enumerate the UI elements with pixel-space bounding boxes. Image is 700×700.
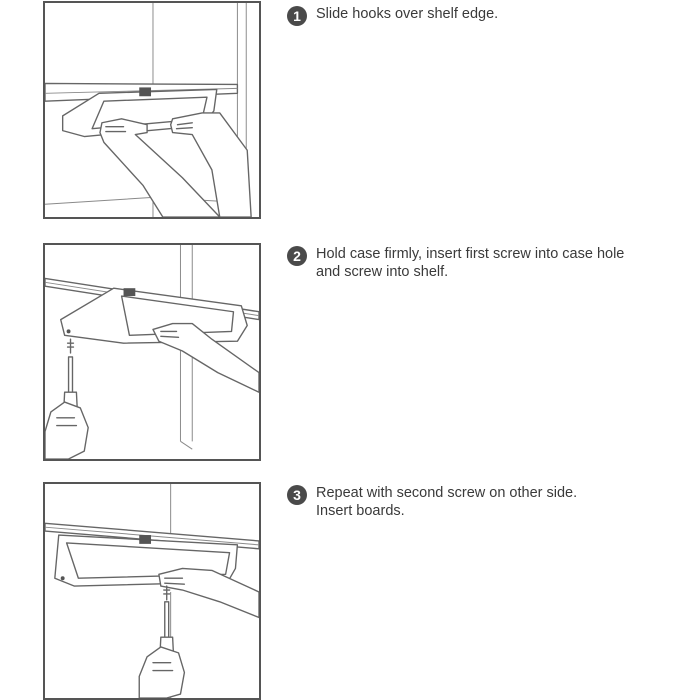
step-3-line-2: Insert boards.: [316, 503, 405, 519]
step-1-instruction: 1 Slide hooks over shelf edge.: [287, 5, 687, 26]
step-2-illustration: [43, 243, 261, 461]
step-3-drawing: [45, 484, 259, 698]
step-2-drawing: [45, 245, 259, 459]
step-3-illustration: [43, 482, 261, 700]
step-3-instruction: 3 Repeat with second screw on other side…: [287, 484, 687, 520]
step-3-description: Repeat with second screw on other side. …: [316, 484, 577, 520]
step-2-instruction: 2 Hold case firmly, insert first screw i…: [287, 245, 687, 281]
step-3-line-1: Repeat with second screw on other side.: [316, 485, 578, 501]
step-2-line-2: and screw into shelf.: [316, 264, 449, 280]
step-2-line-1: Hold case firmly, insert first screw int…: [316, 246, 625, 262]
step-2-description: Hold case firmly, insert first screw int…: [316, 245, 624, 281]
step-2-number-badge: 2: [287, 246, 307, 266]
step-1-drawing: [45, 3, 252, 217]
step-1-illustration: [43, 1, 261, 219]
step-1-description: Slide hooks over shelf edge.: [316, 5, 498, 23]
step-3-number-badge: 3: [287, 485, 307, 505]
step-1-line-1: Slide hooks over shelf edge.: [316, 6, 499, 22]
step-1-number-badge: 1: [287, 6, 307, 26]
